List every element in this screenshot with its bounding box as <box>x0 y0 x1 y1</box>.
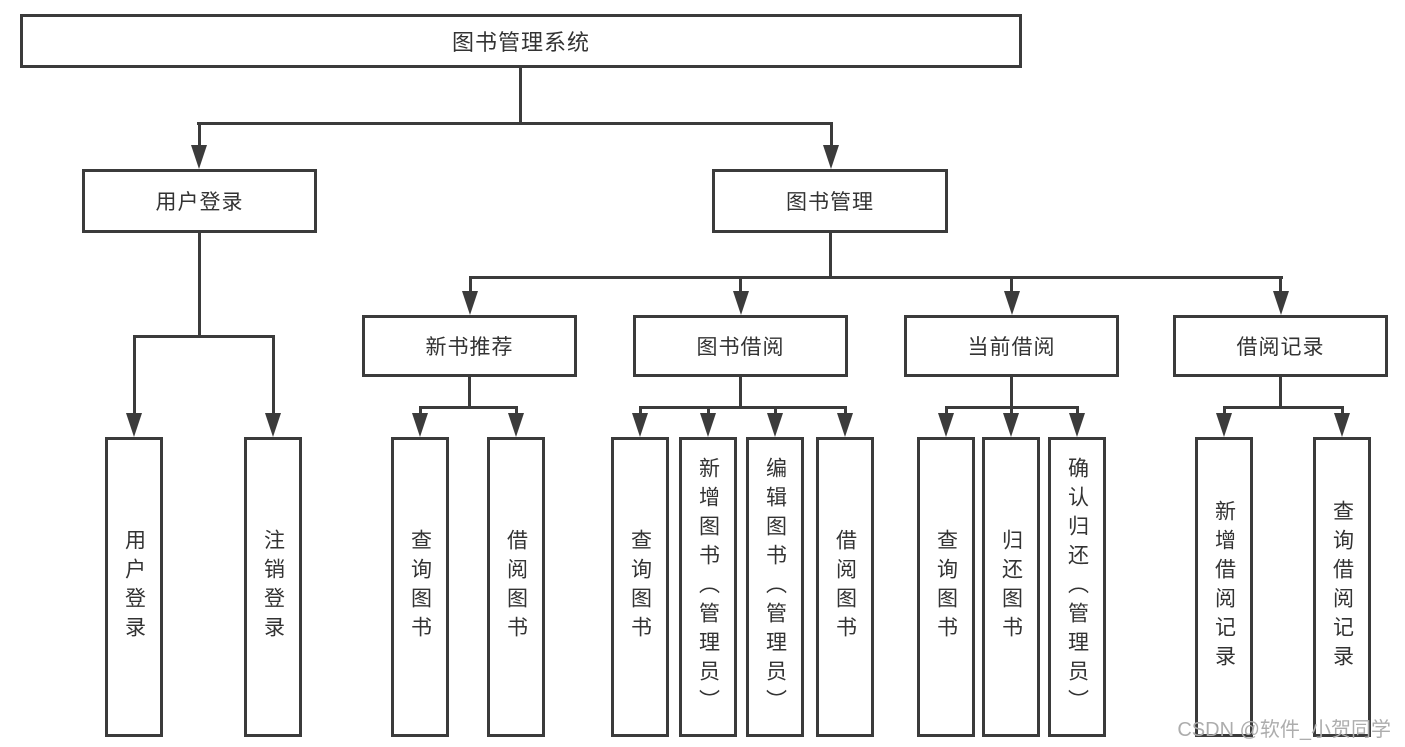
leaf-records-add: 新增借阅记录 <box>1195 437 1253 737</box>
leaf-records-add-label: 新增借阅记录 <box>1212 500 1236 674</box>
watermark: CSDN @软件_小贺同学 <box>1177 719 1391 741</box>
arrow-cb-query-shaft <box>944 406 948 416</box>
leaf-current-query: 查询图书 <box>917 437 975 737</box>
arrow-bb-edit-head <box>767 413 783 437</box>
arrow-bb-add-shaft <box>706 406 710 416</box>
arrow-newbook-query-head <box>412 413 428 437</box>
leaf-newbook-query: 查询图书 <box>391 437 449 737</box>
arrow-to-records-shaft <box>1279 276 1282 295</box>
arrow-rec-add-shaft <box>1222 406 1226 416</box>
arrow-to-book-mgmt-head <box>823 145 839 169</box>
connector-currentborrow-stem <box>1010 377 1013 409</box>
node-root-label: 图书管理系统 <box>451 30 590 55</box>
arrow-bb-query-shaft <box>638 406 642 416</box>
leaf-user-login: 用户登录 <box>105 437 163 737</box>
arrow-newbook-query-shaft <box>418 406 422 416</box>
node-book-management-label: 图书管理 <box>786 191 874 214</box>
arrow-to-leaf-user-login-head <box>126 413 142 437</box>
arrow-to-user-login-head <box>191 145 207 169</box>
leaf-current-return: 归还图书 <box>982 437 1040 737</box>
connector-root-stem <box>519 68 522 125</box>
arrow-to-newbook-head <box>462 291 478 315</box>
node-borrow-records-label: 借阅记录 <box>1236 336 1325 359</box>
leaf-current-query-label: 查询图书 <box>934 529 958 645</box>
arrow-to-bookborrow-shaft <box>739 276 742 295</box>
arrow-newbook-borrow-head <box>508 413 524 437</box>
node-book-management: 图书管理 <box>712 169 948 233</box>
arrow-cb-query-head <box>938 413 954 437</box>
connector-bookborrow-rail <box>638 406 847 409</box>
connector-user-login-stem <box>198 233 201 338</box>
node-book-borrow-label: 图书借阅 <box>696 336 785 359</box>
arrow-bb-edit-shaft <box>773 406 777 416</box>
connector-records-rail <box>1222 406 1344 409</box>
leaf-borrow-borrow-label: 借阅图书 <box>833 529 857 645</box>
arrow-to-currentborrow-shaft <box>1010 276 1013 295</box>
node-borrow-records: 借阅记录 <box>1173 315 1388 377</box>
connector-user-login-rail <box>132 335 275 338</box>
arrow-bb-add-head <box>700 413 716 437</box>
leaf-current-confirm-admin-label: 确认归还（管理员） <box>1065 456 1089 718</box>
arrow-to-currentborrow-head <box>1003 291 1020 315</box>
node-new-book-recommend: 新书推荐 <box>362 315 577 377</box>
leaf-borrow-borrow: 借阅图书 <box>816 437 874 737</box>
arrow-to-bookborrow-head <box>732 291 749 315</box>
leaf-newbook-borrow-label: 借阅图书 <box>504 529 528 645</box>
arrow-to-leaf-user-login-shaft <box>132 335 136 417</box>
leaf-borrow-query-label: 查询图书 <box>628 529 652 645</box>
arrow-cb-confirm-head <box>1069 413 1085 437</box>
leaf-records-query-label: 查询借阅记录 <box>1330 500 1354 674</box>
arrow-rec-query-shaft <box>1340 406 1344 416</box>
arrow-cb-return-head <box>1003 413 1019 437</box>
arrow-to-newbook-shaft <box>468 276 472 295</box>
leaf-borrow-edit-admin-label: 编辑图书（管理员） <box>763 456 787 718</box>
connector-bookborrow-stem <box>739 377 742 409</box>
node-new-book-recommend-label: 新书推荐 <box>425 336 514 359</box>
arrow-bb-query-head <box>632 413 648 437</box>
arrow-bb-borrow-shaft <box>843 406 847 416</box>
arrow-to-leaf-logout-head <box>265 413 281 437</box>
node-current-borrow-label: 当前借阅 <box>967 336 1056 359</box>
node-user-login: 用户登录 <box>82 169 317 233</box>
leaf-newbook-borrow: 借阅图书 <box>487 437 545 737</box>
connector-level3-rail <box>468 276 1283 279</box>
leaf-current-return-label: 归还图书 <box>999 529 1023 645</box>
arrow-to-book-mgmt-shaft <box>829 122 833 150</box>
connector-book-mgmt-stem <box>828 233 832 279</box>
node-user-login-label: 用户登录 <box>155 191 244 214</box>
leaf-borrow-add-admin-label: 新增图书（管理员） <box>696 456 720 718</box>
leaf-records-query: 查询借阅记录 <box>1313 437 1371 737</box>
arrow-to-leaf-logout-shaft <box>271 335 275 417</box>
leaf-borrow-query: 查询图书 <box>611 437 669 737</box>
node-current-borrow: 当前借阅 <box>904 315 1119 377</box>
leaf-logout-label: 注销登录 <box>261 529 285 645</box>
connector-level2-rail <box>197 122 833 125</box>
leaf-logout: 注销登录 <box>244 437 302 737</box>
leaf-current-confirm-admin: 确认归还（管理员） <box>1048 437 1106 737</box>
leaf-borrow-add-admin: 新增图书（管理员） <box>679 437 737 737</box>
leaf-borrow-edit-admin: 编辑图书（管理员） <box>746 437 804 737</box>
connector-newbook-stem <box>468 377 471 409</box>
arrow-cb-return-shaft <box>1009 406 1013 416</box>
arrow-bb-borrow-head <box>837 413 853 437</box>
connector-records-stem <box>1279 377 1282 409</box>
arrow-cb-confirm-shaft <box>1075 406 1079 416</box>
node-book-borrow: 图书借阅 <box>633 315 848 377</box>
node-root: 图书管理系统 <box>20 14 1022 68</box>
connector-newbook-rail <box>418 406 518 409</box>
arrow-to-records-head <box>1272 291 1289 315</box>
arrow-to-user-login-shaft <box>197 122 201 150</box>
arrow-newbook-borrow-shaft <box>514 406 518 416</box>
leaf-newbook-query-label: 查询图书 <box>408 529 432 645</box>
arrow-rec-query-head <box>1334 413 1350 437</box>
arrow-rec-add-head <box>1216 413 1232 437</box>
leaf-user-login-label: 用户登录 <box>122 529 146 645</box>
